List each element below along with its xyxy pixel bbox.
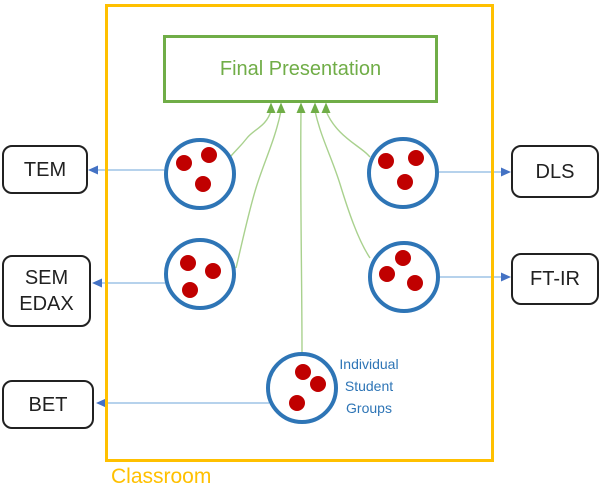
arrowhead-icon xyxy=(321,102,331,113)
instrument-label-dls: DLS xyxy=(535,160,575,183)
green-connector-top-left xyxy=(230,102,276,157)
green-connector-mid-right xyxy=(310,102,371,259)
student-group-mid-right xyxy=(368,241,440,313)
final-presentation-box: Final Presentation xyxy=(163,35,438,103)
arrowhead-icon xyxy=(310,102,320,113)
student-group-top-left xyxy=(164,138,236,210)
student-group-bottom xyxy=(266,352,338,424)
instrument-box-sem-edax: SEM EDAX xyxy=(2,255,91,327)
instrument-label-tem: TEM xyxy=(23,158,67,181)
student-dot xyxy=(289,395,305,411)
instrument-label-sem-edax: SEM EDAX xyxy=(19,267,74,315)
student-dot xyxy=(295,364,311,380)
student-dot xyxy=(379,266,395,282)
arrowhead-icon xyxy=(296,102,306,113)
student-dot xyxy=(201,147,217,163)
arrowhead-icon xyxy=(266,102,276,113)
student-dot xyxy=(176,155,192,171)
ftir-arrow xyxy=(440,272,511,282)
green-connector-bottom xyxy=(296,102,306,353)
student-group-mid-left xyxy=(164,238,236,310)
arrowhead-icon xyxy=(88,165,98,175)
green-connector-top-right xyxy=(321,102,371,158)
bet-arrow xyxy=(96,398,269,408)
student-dot xyxy=(180,255,196,271)
instrument-box-ftir: FT-IR xyxy=(511,253,599,305)
student-group-top-right xyxy=(367,137,439,209)
student-dot xyxy=(378,153,394,169)
student-dot xyxy=(182,282,198,298)
student-dot xyxy=(395,250,411,266)
arrowhead-icon xyxy=(96,398,106,408)
student-dot xyxy=(195,176,211,192)
student-dot xyxy=(397,174,413,190)
instrument-box-tem: TEM xyxy=(2,145,88,194)
sem-edax-arrow xyxy=(92,278,165,288)
instrument-box-bet: BET xyxy=(2,380,94,429)
final-presentation-label: Final Presentation xyxy=(219,57,382,80)
arrowhead-icon xyxy=(501,167,511,177)
student-dot xyxy=(310,376,326,392)
tem-arrow xyxy=(88,165,164,175)
instrument-box-dls: DLS xyxy=(511,145,599,198)
individual-student-groups-caption: Individual Student Groups xyxy=(339,356,399,416)
dls-arrow xyxy=(439,167,511,177)
arrowhead-icon xyxy=(92,278,102,288)
student-dot xyxy=(407,275,423,291)
instrument-label-bet: BET xyxy=(28,393,68,416)
student-dot xyxy=(205,263,221,279)
green-connector-mid-left xyxy=(235,102,286,269)
arrowhead-icon xyxy=(276,102,286,113)
classroom-label: Classroom xyxy=(111,465,212,488)
student-dot xyxy=(408,150,424,166)
instrument-label-ftir: FT-IR xyxy=(530,268,580,290)
arrowhead-icon xyxy=(501,272,511,282)
